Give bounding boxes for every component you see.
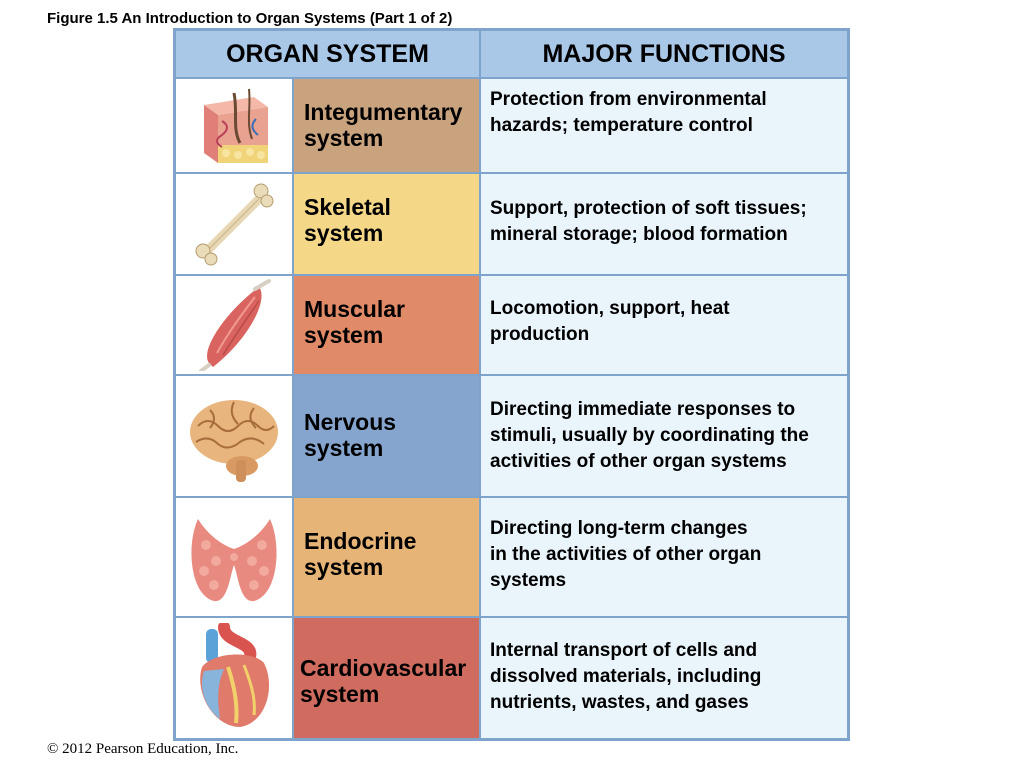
system-functions-nervous: Directing immediate responses to stimuli… [481, 376, 847, 496]
skin-icon [204, 88, 268, 163]
system-name-endocrine: Endocrine system [294, 498, 479, 616]
system-name-nervous: Nervous system [294, 376, 479, 496]
header-major-functions: MAJOR FUNCTIONS [481, 31, 847, 77]
brain-icon [190, 400, 278, 482]
table-row-picture [176, 618, 292, 738]
system-name-cardiovascular: Cardiovascular system [294, 618, 479, 738]
table-row-picture [176, 498, 292, 616]
copyright-notice: © 2012 Pearson Education, Inc. [47, 741, 239, 757]
table-row-picture [176, 174, 292, 274]
header-organ-system: ORGAN SYSTEM [176, 31, 479, 77]
organ-systems-table: ORGAN SYSTEM MAJOR FUNCTIONS Integumenta… [173, 28, 850, 741]
muscle-icon [199, 279, 271, 371]
system-functions-muscular: Locomotion, support, heat production [481, 276, 847, 374]
system-functions-integumentary: Protection from environmental hazards; t… [481, 79, 847, 172]
system-name-muscular: Muscular system [294, 276, 479, 374]
figure-title: Figure 1.5 An Introduction to Organ Syst… [47, 10, 453, 27]
table-row-picture [176, 79, 292, 172]
heart-icon [200, 623, 270, 727]
thyroid-icon [191, 519, 277, 602]
bone-icon [195, 183, 274, 266]
system-name-skeletal: Skeletal system [294, 174, 479, 274]
system-functions-endocrine: Directing long-term changes in the activ… [481, 498, 847, 616]
system-name-integumentary: Integumentary system [294, 79, 479, 172]
system-functions-skeletal: Support, protection of soft tissues; min… [481, 174, 847, 274]
table-row-picture [176, 276, 292, 374]
table-row-picture [176, 376, 292, 496]
system-functions-cardiovascular: Internal transport of cells and dissolve… [481, 618, 847, 738]
